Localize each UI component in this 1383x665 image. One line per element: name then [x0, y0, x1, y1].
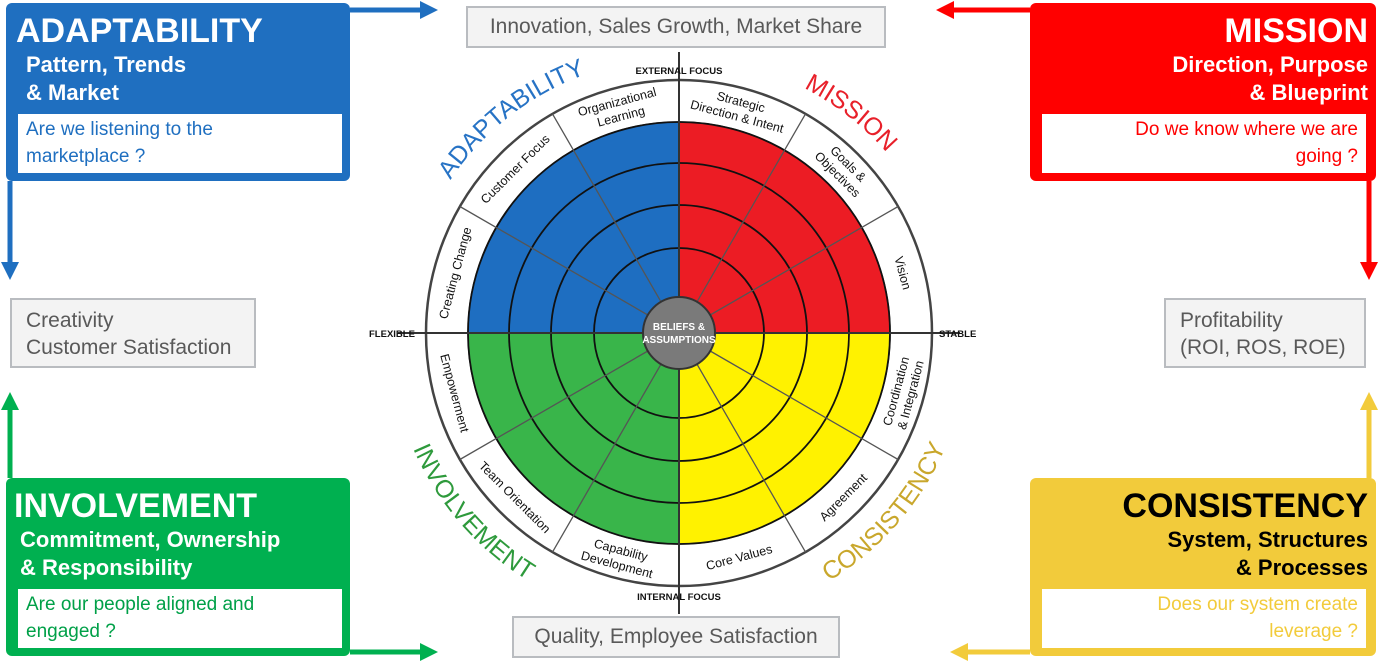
- adaptability-to-top-arrow: [350, 1, 438, 19]
- consistency-subtitle-line: & Processes: [1235, 555, 1368, 580]
- outcome-bottom-text: Quality, Employee Satisfaction: [534, 625, 818, 648]
- consistency-title: CONSISTENCY: [1122, 487, 1368, 525]
- mission-subtitle-line: Direction, Purpose: [1172, 52, 1368, 77]
- mission-question-line: Do we know where we are: [1135, 119, 1358, 140]
- involvement-panel: INVOLVEMENT Commitment, Ownership & Resp…: [6, 478, 350, 656]
- mission-to-right-arrow-head: [1360, 262, 1378, 280]
- outcome-left: Creativity Customer Satisfaction: [10, 298, 256, 368]
- outcome-bottom: Quality, Employee Satisfaction: [512, 616, 840, 658]
- wheel-divider: [696, 113, 807, 303]
- involvement-question-line: engaged ?: [26, 621, 116, 642]
- outcome-right-line: (ROI, ROS, ROE): [1180, 336, 1346, 359]
- wheel-divider: [709, 350, 899, 461]
- involvement-subtitle-line: Commitment, Ownership: [20, 527, 281, 552]
- wheel-divider: [459, 350, 649, 461]
- consistency-question-line: Does our system create: [1157, 594, 1358, 615]
- consistency-quadrant: [679, 333, 890, 544]
- adaptability-subtitle-line: Pattern, Trends: [26, 52, 187, 77]
- mission-quadrant: [679, 122, 890, 333]
- consistency-to-right-arrow-head: [1360, 392, 1378, 410]
- wheel-divider: [709, 205, 899, 316]
- mission-question: Do we know where we are going ?: [1042, 114, 1366, 173]
- adaptability-to-top-arrow-head: [420, 1, 438, 19]
- mission-question-line: going ?: [1295, 146, 1358, 167]
- adaptability-question-line: Are we listening to the: [26, 119, 213, 140]
- consistency-to-bottom-arrow-head: [950, 643, 968, 661]
- outcome-right: Profitability (ROI, ROS, ROE): [1164, 298, 1366, 368]
- mission-title: MISSION: [1224, 12, 1368, 50]
- beliefs-core: [642, 296, 716, 370]
- involvement-subtitle: Commitment, Ownership & Responsibility: [20, 526, 280, 582]
- mission-to-right-arrow: [1360, 181, 1378, 280]
- outcome-top: Innovation, Sales Growth, Market Share: [466, 6, 886, 48]
- adaptability-subtitle: Pattern, Trends & Market: [26, 51, 186, 107]
- outcome-left-line: Creativity: [26, 309, 114, 332]
- beliefs-core-label: BELIEFS &: [653, 322, 705, 333]
- mission-subtitle: Direction, Purpose & Blueprint: [1172, 51, 1368, 107]
- axis-internal-focus: INTERNAL FOCUS: [637, 592, 721, 603]
- involvement-to-bottom-arrow: [350, 643, 438, 661]
- outcome-top-text: Innovation, Sales Growth, Market Share: [489, 15, 863, 38]
- wheel-divider: [551, 113, 662, 303]
- wheel-divider: [459, 205, 649, 316]
- beliefs-core-label: ASSUMPTIONS: [642, 335, 716, 346]
- mission-subtitle-line: & Blueprint: [1249, 80, 1368, 105]
- involvement-subtitle-line: & Responsibility: [20, 555, 193, 580]
- axis-stable: STABLE: [939, 329, 976, 340]
- axis-flexible: FLEXIBLE: [369, 329, 415, 340]
- involvement-to-left-arrow-head: [1, 392, 19, 410]
- axis-external-focus: EXTERNAL FOCUS: [636, 66, 723, 77]
- consistency-to-right-arrow: [1360, 392, 1378, 478]
- adaptability-title: ADAPTABILITY: [16, 12, 263, 50]
- consistency-question: Does our system create leverage ?: [1042, 589, 1366, 648]
- mission-panel: MISSION Direction, Purpose & Blueprint D…: [1030, 3, 1376, 181]
- consistency-question-line: leverage ?: [1269, 621, 1358, 642]
- adaptability-question-line: marketplace ?: [26, 146, 146, 167]
- outcome-left-line: Customer Satisfaction: [26, 336, 232, 359]
- consistency-subtitle: System, Structures & Processes: [1167, 526, 1368, 582]
- mission-to-top-arrow: [936, 1, 1030, 19]
- adaptability-question: Are we listening to the marketplace ?: [18, 114, 342, 173]
- consistency-to-bottom-arrow: [950, 643, 1030, 661]
- mission-to-top-arrow-head: [936, 1, 954, 19]
- involvement-to-left-arrow: [1, 392, 19, 478]
- outcome-right-line: Profitability: [1180, 309, 1283, 332]
- adaptability-subtitle-line: & Market: [26, 80, 119, 105]
- adaptability-panel: ADAPTABILITY Pattern, Trends & Market Ar…: [6, 3, 350, 181]
- involvement-question: Are our people aligned and engaged ?: [18, 589, 342, 648]
- involvement-to-bottom-arrow-head: [420, 643, 438, 661]
- adaptability-to-left-arrow-head: [1, 262, 19, 280]
- wheel-divider: [696, 363, 807, 553]
- involvement-question-line: Are our people aligned and: [26, 594, 255, 615]
- consistency-subtitle-line: System, Structures: [1167, 527, 1368, 552]
- adaptability-quadrant: [468, 122, 679, 333]
- wheel-divider: [551, 363, 662, 553]
- consistency-panel: CONSISTENCY System, Structures & Process…: [1030, 478, 1376, 656]
- involvement-quadrant: [468, 333, 679, 544]
- involvement-title: INVOLVEMENT: [14, 487, 258, 525]
- adaptability-to-left-arrow: [1, 181, 19, 280]
